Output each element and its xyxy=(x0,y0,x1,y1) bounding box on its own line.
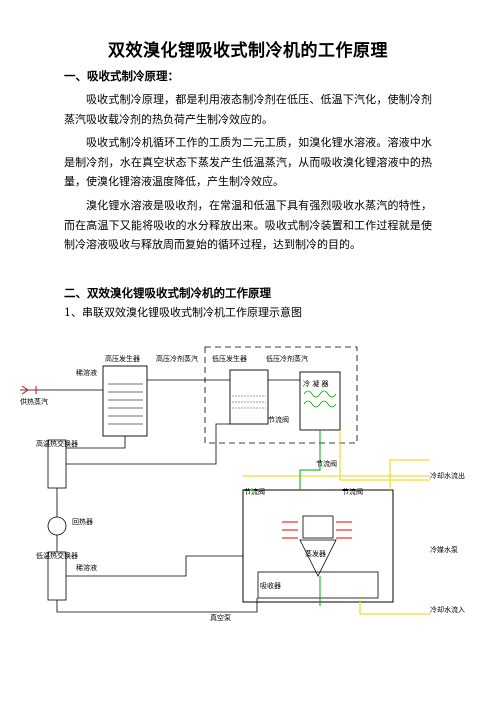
paragraph-1: 吸收式制冷原理，都是利用液态制冷剂在低压、低温下汽化，使制冷剂蒸汽吸收载冷剂的热… xyxy=(64,93,432,126)
label-regen: 回热器 xyxy=(72,517,93,526)
low-pressure-enclosure xyxy=(204,346,358,444)
paragraph-2: 吸收式制冷机循环工作的工质为二元工质，如溴化锂水溶液。溶液中水是制冷剂，水在真空… xyxy=(64,136,432,188)
refrigerant-line xyxy=(245,430,321,606)
label-dilute: 稀溶液 xyxy=(76,368,97,377)
label-high-gen: 高压发生器 xyxy=(105,354,140,363)
generator-tubes xyxy=(108,383,143,425)
label-low-hx: 低温热交换器 xyxy=(36,551,78,560)
evaporator-tray xyxy=(299,539,337,577)
label-throttle-1: 节流阀 xyxy=(268,415,289,424)
label-low-gen: 低压发生器 xyxy=(212,354,247,363)
condenser-coil xyxy=(303,390,337,408)
figure-caption: 1、串联双效溴化锂吸收式制冷机工作原理示意图 xyxy=(64,306,302,319)
label-low-refrig-vapor: 低压冷剂蒸汽 xyxy=(266,354,308,363)
label-dilute-2: 稀溶液 xyxy=(76,563,97,572)
regenerator xyxy=(47,516,67,536)
cooling-water-line xyxy=(243,430,430,615)
lithium-bromide-diagram: 高压发生器 高压冷剂蒸汽 低压发生器 低压冷剂蒸汽 冷 凝 器 稀溶液 供热蒸汽… xyxy=(20,346,465,622)
label-steam: 供热蒸汽 xyxy=(20,397,48,406)
high-pressure-generator xyxy=(102,365,148,437)
black-piping xyxy=(20,379,300,613)
label-vacuum: 真空泵 xyxy=(210,613,231,622)
label-throttle-4: 节流阀 xyxy=(342,487,363,496)
label-high-hx: 高温热交换器 xyxy=(36,439,78,448)
low-gen-tubes xyxy=(232,395,266,409)
label-throttle-3: 节流阀 xyxy=(244,487,265,496)
steam-valve xyxy=(21,385,37,395)
paragraph-3: 溴化锂水溶液是吸收剂，在常温和低温下具有强烈吸收水蒸汽的特性，而在高温下又能将吸… xyxy=(64,199,432,251)
label-high-refrig-vapor: 高压冷剂蒸汽 xyxy=(156,354,198,363)
heat-arrows xyxy=(282,521,352,539)
low-pressure-generator xyxy=(229,369,269,425)
page-title: 双效溴化锂吸收式制冷机的工作原理 xyxy=(108,41,388,61)
label-condenser: 冷 凝 器 xyxy=(303,379,328,388)
evaporator-core xyxy=(302,515,334,539)
section-heading-1: 一、吸收式制冷原理： xyxy=(64,69,179,83)
label-chilled: 冷媒水泵 xyxy=(430,545,458,554)
label-throttle-2: 节流阀 xyxy=(316,459,337,468)
label-cool-out: 冷却水流出 xyxy=(430,471,465,480)
section-heading-2: 二、双效溴化锂吸收式制冷机的工作原理 xyxy=(64,286,271,300)
label-cool-in: 冷却水流入 xyxy=(430,605,465,614)
label-absorber: 吸收器 xyxy=(260,581,281,590)
label-evaporator: 蒸发器 xyxy=(305,549,326,558)
